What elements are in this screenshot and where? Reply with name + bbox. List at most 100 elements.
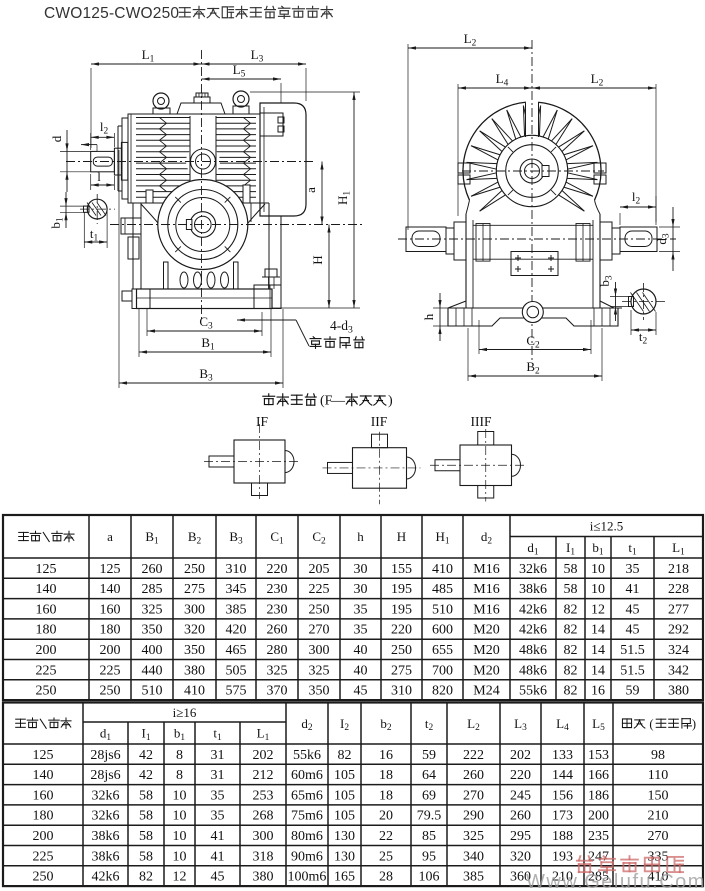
svg-text:82: 82 [338, 748, 352, 763]
svg-text:b1: b1 [592, 540, 604, 557]
svg-text:100m6: 100m6 [288, 870, 327, 885]
svg-text:35: 35 [354, 602, 368, 617]
svg-text:M24: M24 [473, 684, 499, 699]
svg-text:28: 28 [379, 870, 393, 885]
svg-text:31: 31 [211, 748, 225, 763]
svg-text:—: — [330, 394, 346, 409]
svg-text:48k6: 48k6 [519, 643, 547, 658]
svg-text:345: 345 [226, 582, 247, 597]
svg-text:28js6: 28js6 [90, 768, 120, 783]
svg-text:318: 318 [253, 849, 274, 864]
svg-text:510: 510 [142, 684, 163, 699]
svg-text:C1: C1 [270, 529, 284, 546]
svg-text:42k6: 42k6 [92, 870, 120, 885]
svg-text:260: 260 [463, 768, 484, 783]
svg-text:42k6: 42k6 [519, 623, 547, 638]
svg-text:L2: L2 [591, 71, 604, 88]
svg-text:12: 12 [591, 602, 605, 617]
svg-text:58: 58 [139, 788, 153, 803]
svg-text:31: 31 [211, 768, 225, 783]
svg-text:t2: t2 [639, 329, 648, 346]
svg-text:105: 105 [334, 809, 355, 824]
svg-text:10: 10 [173, 788, 187, 803]
svg-text:212: 212 [253, 768, 274, 783]
svg-text:b1: b1 [174, 726, 186, 743]
svg-text:H: H [397, 529, 406, 544]
svg-text:I1: I1 [566, 540, 575, 557]
svg-text:30: 30 [354, 562, 368, 577]
svg-text:t1: t1 [90, 226, 99, 243]
svg-text:58: 58 [564, 582, 578, 597]
svg-text:260: 260 [142, 562, 163, 577]
svg-text:290: 290 [463, 809, 484, 824]
svg-text:8: 8 [176, 768, 183, 783]
svg-text:247: 247 [588, 849, 609, 864]
svg-text:h: h [421, 313, 436, 320]
svg-text:250: 250 [100, 684, 121, 699]
svg-text:125: 125 [36, 562, 57, 577]
svg-text:575: 575 [226, 684, 247, 699]
svg-text:325: 325 [463, 829, 484, 844]
svg-text:16: 16 [591, 684, 605, 699]
svg-text:45: 45 [354, 684, 368, 699]
svg-text:275: 275 [184, 582, 205, 597]
svg-text:L2: L2 [464, 31, 477, 48]
svg-text:C2: C2 [312, 529, 326, 546]
svg-text:51.5: 51.5 [620, 643, 645, 658]
svg-text:195: 195 [391, 582, 412, 597]
svg-text:820: 820 [432, 684, 453, 699]
svg-text:225: 225 [36, 663, 57, 678]
svg-text:205: 205 [309, 562, 330, 577]
svg-text:B2: B2 [188, 529, 202, 546]
svg-text:160: 160 [33, 788, 54, 803]
svg-text:350: 350 [142, 623, 163, 638]
svg-text:t2: t2 [425, 716, 434, 733]
svg-text:41: 41 [626, 582, 640, 597]
svg-text:): ) [388, 394, 393, 409]
svg-text:b1: b1 [48, 217, 65, 229]
svg-text:10: 10 [173, 829, 187, 844]
svg-text:i≥16: i≥16 [173, 705, 197, 720]
svg-text:M20: M20 [473, 623, 499, 638]
svg-text:M16: M16 [473, 582, 499, 597]
svg-text:295: 295 [510, 829, 531, 844]
svg-text:195: 195 [391, 602, 412, 617]
svg-text:d1: d1 [527, 540, 539, 557]
svg-text:140: 140 [33, 768, 54, 783]
svg-text:300: 300 [184, 602, 205, 617]
svg-text:220: 220 [510, 768, 531, 783]
svg-text:202: 202 [510, 748, 531, 763]
svg-text:75m6: 75m6 [291, 809, 323, 824]
svg-text:10: 10 [173, 849, 187, 864]
svg-text:C3: C3 [199, 314, 213, 331]
svg-text:260: 260 [267, 623, 288, 638]
svg-text:B1: B1 [201, 335, 215, 352]
svg-text:(: ( [649, 717, 653, 731]
svg-text:69: 69 [422, 788, 436, 803]
svg-text:340: 340 [463, 849, 484, 864]
svg-text:H: H [310, 255, 325, 264]
svg-text:350: 350 [184, 643, 205, 658]
svg-text:IF: IF [256, 414, 268, 429]
svg-text:55k6: 55k6 [293, 748, 321, 763]
svg-text:200: 200 [100, 643, 121, 658]
svg-text:380: 380 [668, 684, 689, 699]
svg-text:40: 40 [354, 663, 368, 678]
svg-text:58: 58 [564, 562, 578, 577]
svg-text:180: 180 [33, 809, 54, 824]
svg-text:277: 277 [668, 602, 689, 617]
svg-text:82: 82 [564, 602, 578, 617]
svg-text:285: 285 [588, 870, 609, 885]
svg-text:32k6: 32k6 [92, 809, 120, 824]
svg-text:260: 260 [510, 809, 531, 824]
svg-text:H1: H1 [435, 529, 449, 546]
svg-text:35: 35 [626, 562, 640, 577]
svg-text:59: 59 [626, 684, 640, 699]
svg-text:B1: B1 [145, 529, 159, 546]
svg-text:IIF: IIF [371, 414, 388, 429]
svg-text:250: 250 [36, 684, 57, 699]
svg-text:440: 440 [142, 663, 163, 678]
svg-text:380: 380 [184, 663, 205, 678]
svg-text:10: 10 [173, 809, 187, 824]
svg-text:20: 20 [379, 809, 393, 824]
